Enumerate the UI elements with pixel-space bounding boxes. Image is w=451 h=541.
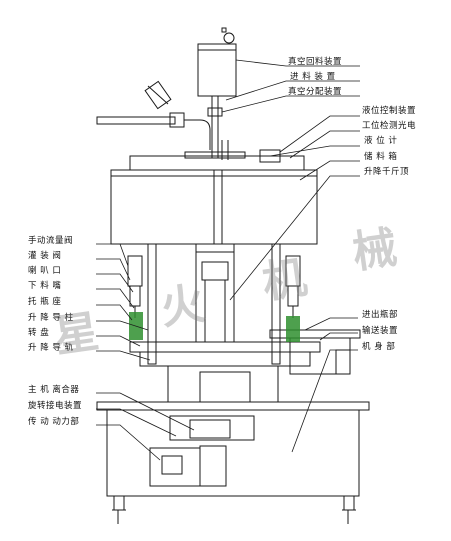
- label-rotary-connector: 旋转接电装置: [28, 401, 83, 411]
- watermark-char-3: 机: [259, 252, 310, 309]
- label-bottle-holder: 托 瓶 座: [28, 297, 62, 307]
- label-main-clutch: 主 机 离合器: [28, 385, 80, 395]
- label-turntable: 转 盘: [28, 328, 50, 338]
- label-discharge-nozzle: 下 料 嘴: [28, 281, 62, 291]
- machine-table: [96, 401, 370, 411]
- label-lift-guide-rail: 升 降 导 轨: [28, 343, 74, 353]
- right-filling-valve: [285, 255, 301, 318]
- drive-unit: [149, 447, 201, 487]
- conveyor: [269, 329, 361, 339]
- label-conveyor: 输送装置: [362, 326, 399, 336]
- label-lift-jack: 升降千斤顶: [364, 167, 410, 177]
- right-bottle: [286, 316, 300, 342]
- label-lift-guide-post: 升 降 导 柱: [28, 313, 74, 323]
- label-bottle-in-out: 进出瓶部: [362, 310, 399, 320]
- watermark-char-1: 星: [51, 306, 102, 363]
- label-filling-valve: 灌 装 阀: [28, 251, 62, 261]
- feed-pipe: [96, 116, 176, 125]
- label-feed-device: 进 料 装 置: [290, 72, 336, 82]
- left-filling-valve: [127, 255, 143, 318]
- watermark-char-4: 械: [349, 222, 400, 279]
- label-station-sensor: 工位检测光电: [362, 121, 417, 131]
- vacuum-return-tank: [197, 43, 237, 97]
- label-storage-tank: 储 料 箱: [364, 152, 398, 162]
- label-level-control: 液位控制装置: [362, 106, 417, 116]
- label-vacuum-distributor: 真空分配装置: [288, 87, 343, 97]
- label-vacuum-return: 真空回料装置: [288, 57, 343, 67]
- label-manual-flow-valve: 手动流量阀: [28, 236, 74, 246]
- label-level-gauge: 液 位 计: [364, 136, 398, 146]
- turntable: [129, 341, 321, 353]
- feed-valve: [144, 80, 172, 110]
- label-machine-body: 机 身 部: [362, 342, 396, 352]
- top-valve: [223, 32, 235, 44]
- vacuum-distributor: [207, 107, 223, 117]
- machine-body: [106, 409, 360, 497]
- watermark-char-2: 火: [157, 278, 208, 335]
- label-drive-power: 传 动 动力部: [28, 417, 80, 427]
- label-bell-mouth: 喇 叭 口: [28, 266, 62, 276]
